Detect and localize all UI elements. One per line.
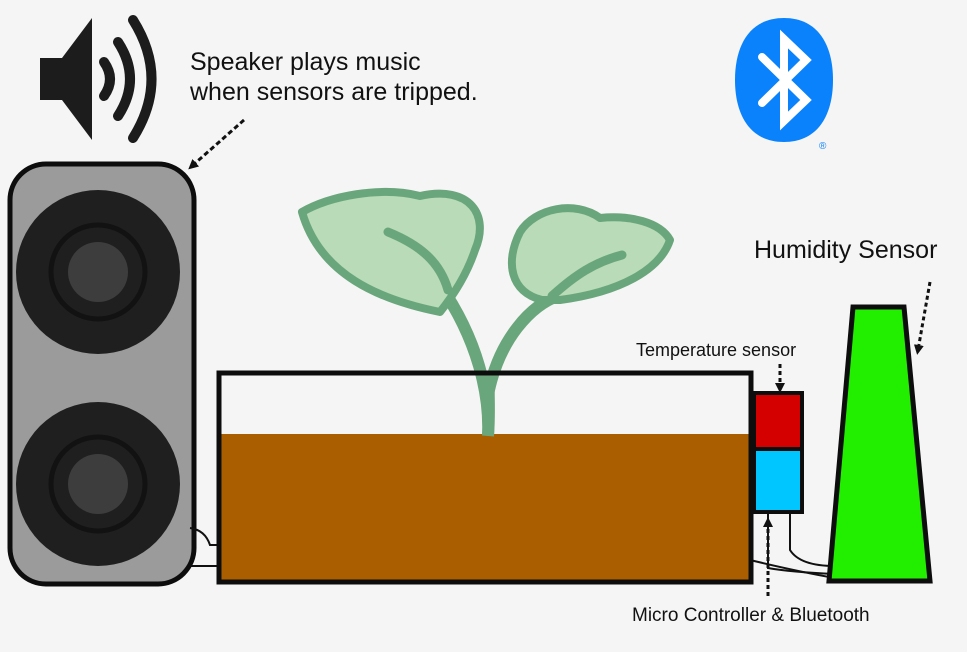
leaf-right <box>508 204 674 304</box>
temperature-label: Temperature sensor <box>636 340 796 360</box>
speaker-caption-line-2: when sensors are tripped. <box>189 78 478 106</box>
controller-label: Micro Controller & Bluetooth <box>632 605 870 626</box>
speaker-box <box>7 161 197 587</box>
speaker-arrow <box>188 118 245 170</box>
temperature-sensor <box>752 391 804 451</box>
humidity-label: Humidity Sensor <box>754 236 937 264</box>
plant <box>298 188 674 442</box>
registered-mark: ® <box>819 141 827 152</box>
planter-box <box>216 370 754 585</box>
humidity-arrow <box>913 281 932 355</box>
woofer-top <box>16 190 180 354</box>
speaker-volume-icon <box>40 15 157 143</box>
leaf-left <box>298 188 484 316</box>
bluetooth-icon <box>735 18 833 142</box>
micro-controller <box>752 447 804 514</box>
humidity-sensor <box>826 304 933 584</box>
speaker-caption-line-1: Speaker plays music <box>190 48 421 76</box>
woofer-bottom <box>16 402 180 566</box>
plant-stem-base <box>482 379 495 437</box>
